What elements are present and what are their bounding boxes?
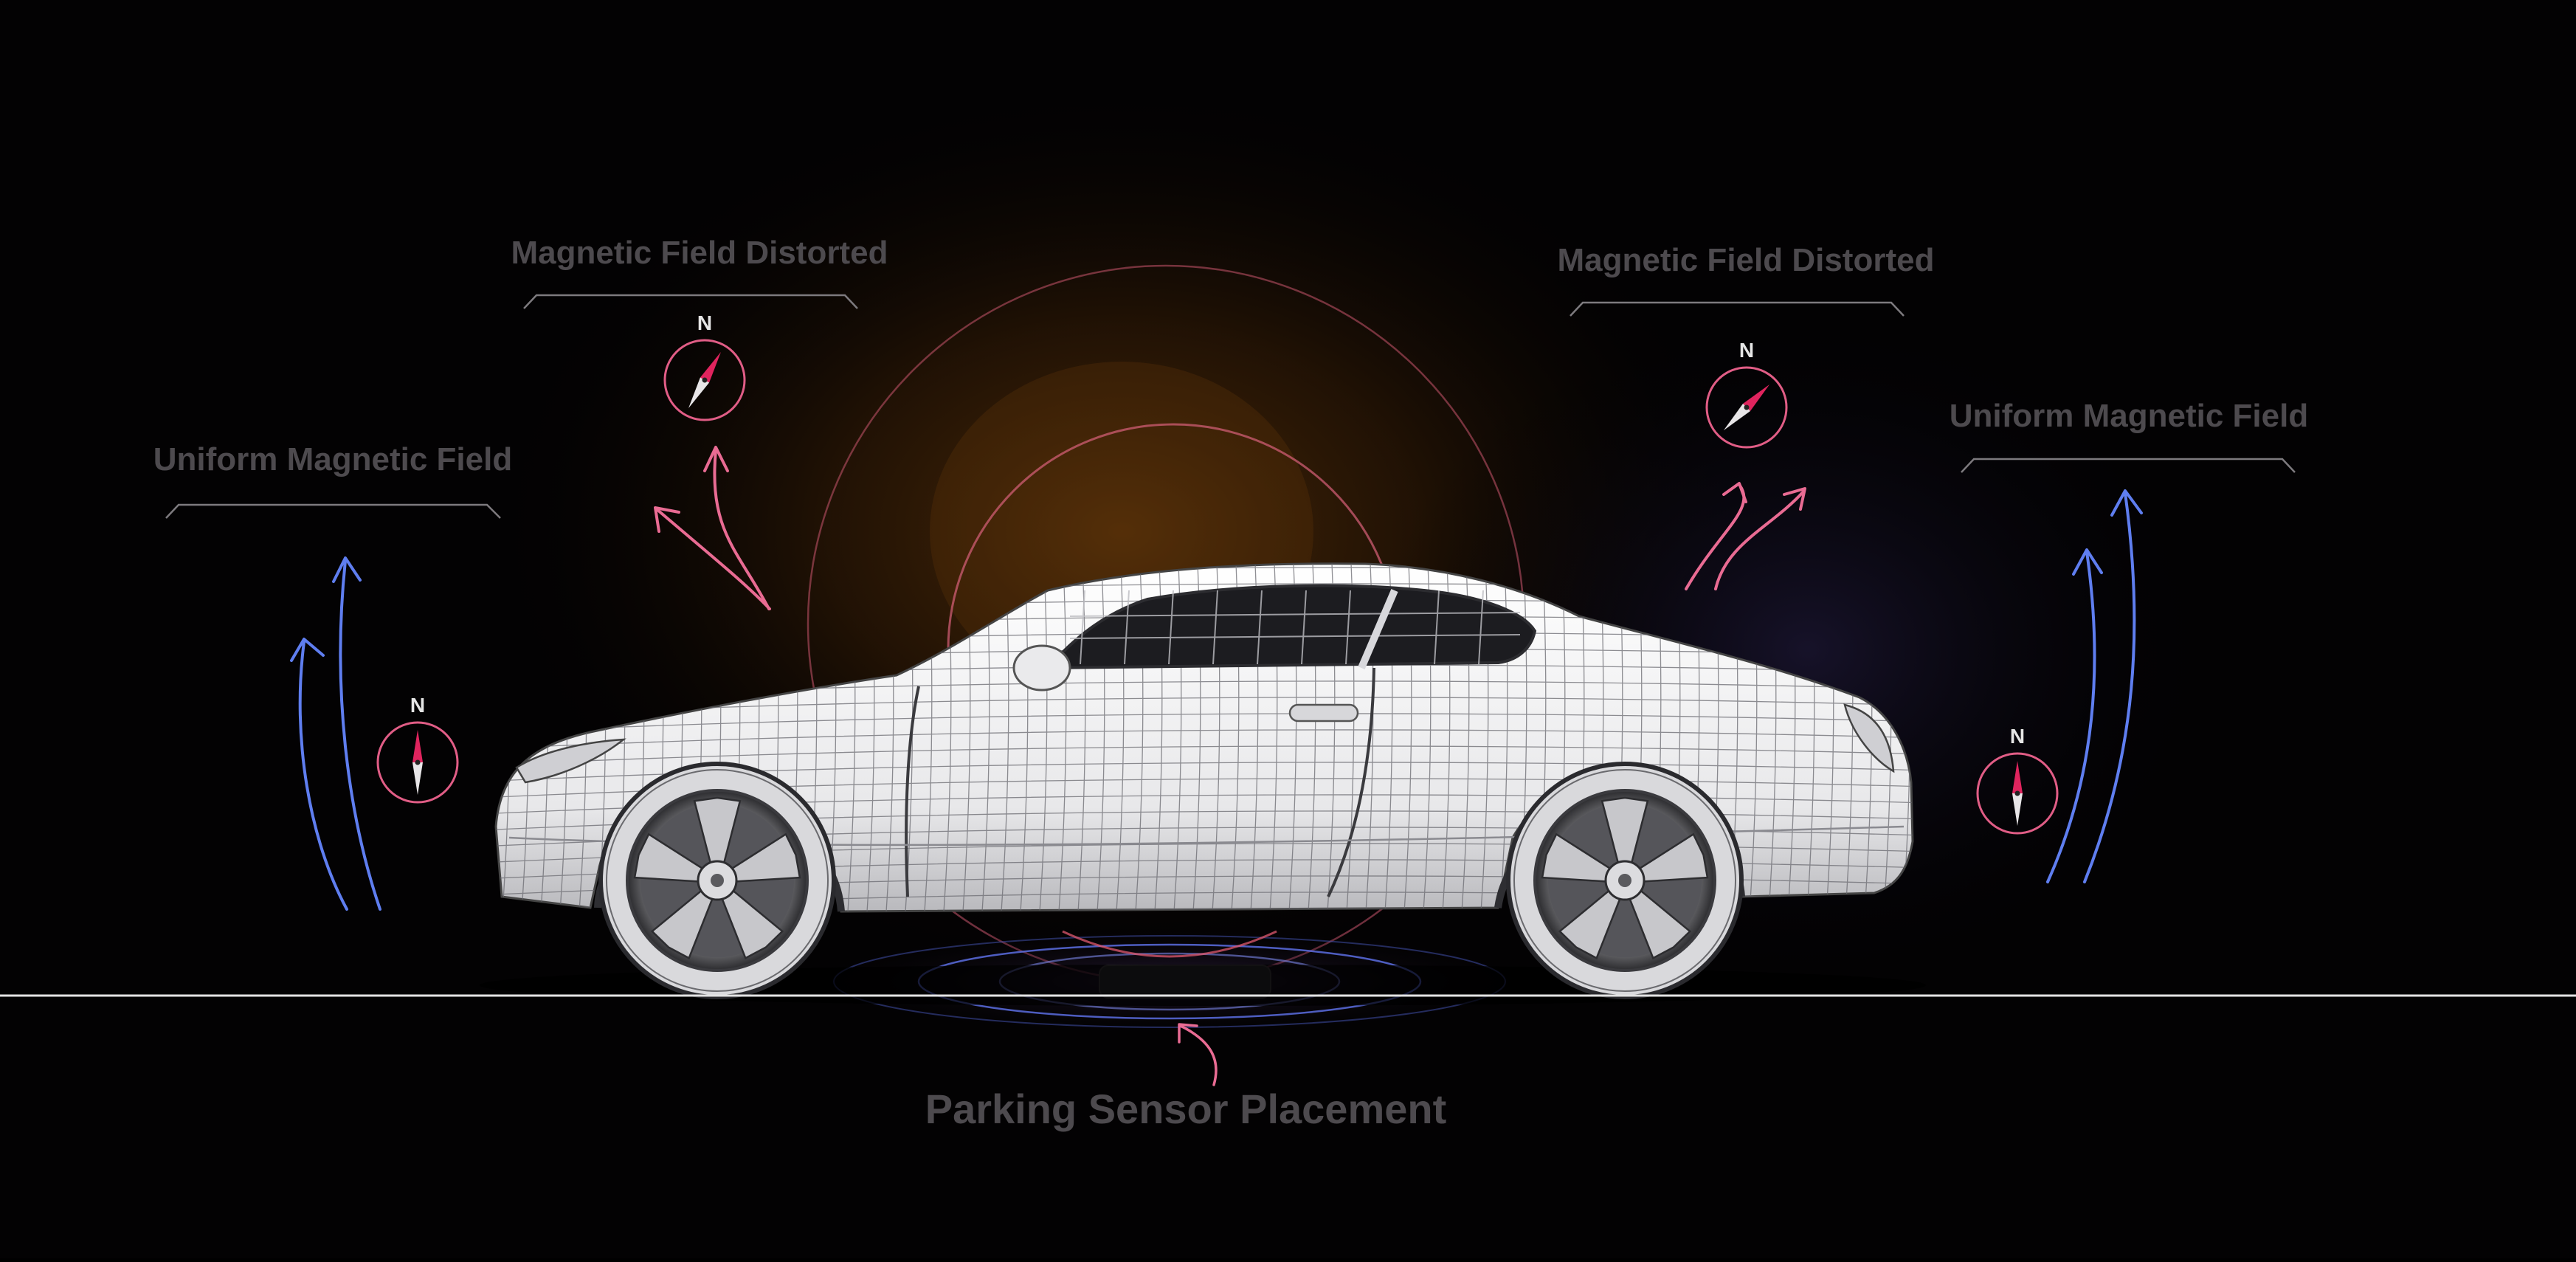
uniform-field-arrow (298, 641, 348, 911)
compass-ring (1976, 752, 2059, 835)
label-right-uniform: Uniform Magnetic Field (1950, 398, 2308, 434)
distorted-field-arrow (655, 508, 771, 610)
arrow-head (654, 506, 680, 533)
uniform-field-arrow (2083, 492, 2136, 883)
compass-north-label: N (1739, 339, 1754, 362)
arrow-head (1722, 482, 1747, 503)
label-bracket-right-distorted (1570, 301, 1905, 317)
label-bracket-left-uniform (165, 503, 501, 519)
label-bracket-right-uniform (1961, 458, 2296, 473)
compass-icon: N (1705, 339, 1788, 449)
compass-needle (1723, 384, 1770, 431)
distorted-field-arrow (713, 449, 770, 610)
compass-north-label: N (2010, 725, 2025, 748)
front-wheel (598, 762, 836, 999)
arrow-head (290, 638, 325, 662)
label-left-uniform: Uniform Magnetic Field (153, 441, 512, 477)
distorted-field-arrow (1714, 489, 1806, 590)
car-wireframe (480, 562, 1926, 1006)
arrow-head (2072, 548, 2103, 576)
compass-icon: N (376, 694, 459, 804)
compass-north-label: N (697, 311, 712, 334)
compass-needle (688, 351, 721, 409)
compass-needle (412, 730, 423, 795)
compass-icon: N (663, 311, 746, 421)
label-left-distorted: Magnetic Field Distorted (511, 235, 888, 271)
label-right-distorted: Magnetic Field Distorted (1558, 242, 1935, 278)
arrow-head (332, 556, 362, 583)
compass-needle (2012, 761, 2023, 826)
compass-north-label: N (410, 694, 425, 717)
label-bracket-left-distorted (523, 294, 858, 309)
uniform-field-arrow (339, 559, 381, 911)
sensor-ripple-arc (1062, 930, 1277, 958)
compass-ring (1705, 366, 1788, 449)
arrow-head (1783, 487, 1806, 511)
uniform-field-arrow (2046, 551, 2096, 883)
compass-icon: N (1976, 725, 2059, 835)
arrow-head (1178, 1023, 1198, 1044)
arrow-head (2110, 489, 2143, 517)
compass-ring (376, 721, 459, 804)
compass-ring (663, 339, 746, 421)
sensor-pointer-arrow (1179, 1024, 1218, 1086)
arrow-head (703, 446, 729, 472)
label-sensor-placement: Parking Sensor Placement (925, 1086, 1447, 1132)
rear-wheel (1506, 762, 1744, 999)
